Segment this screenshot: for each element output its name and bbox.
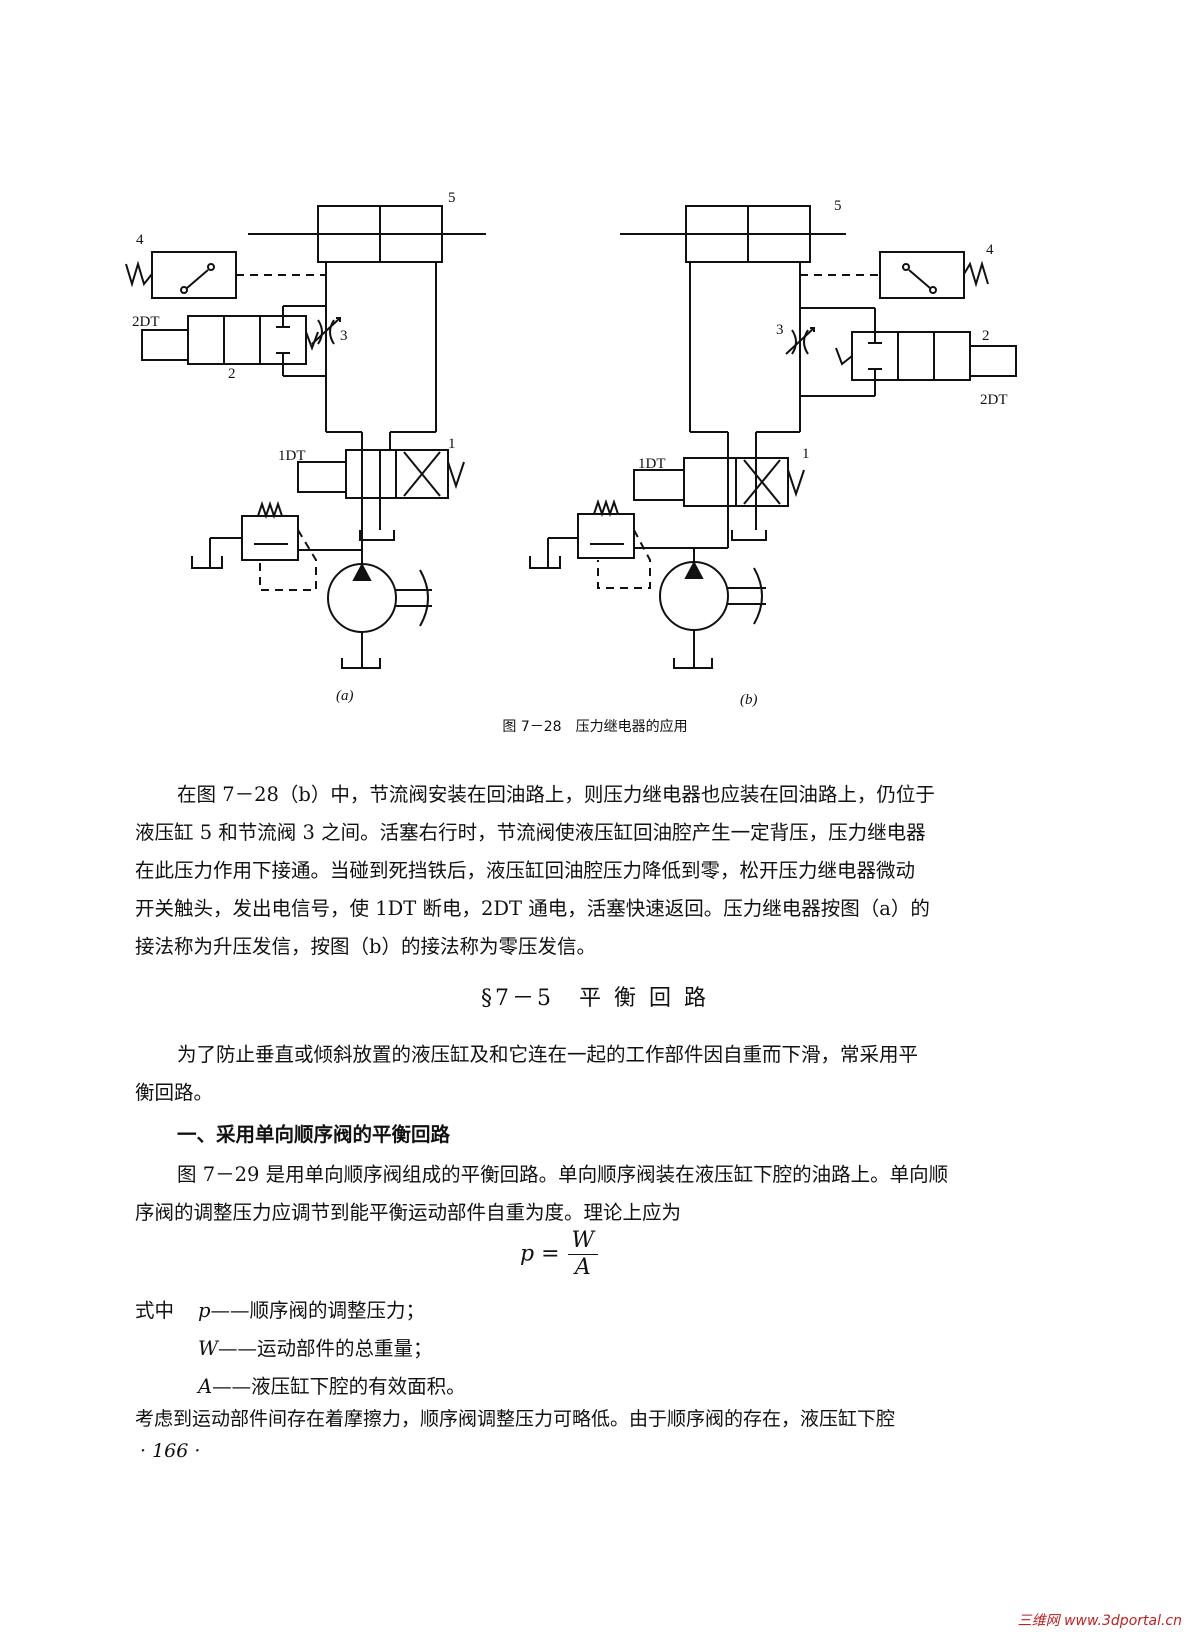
text-line: 图 7－29 是用单向顺序阀组成的平衡回路。单向顺序阀装在液压缸下腔的油路上。单… — [177, 1163, 949, 1186]
relief-valve-a — [191, 500, 362, 591]
paragraph-2-cont: 衡回路。 — [135, 1074, 1017, 1112]
watermark: 三维网 www.3dportal.cn — [1017, 1613, 1182, 1629]
paragraph-3: 图 7－29 是用单向顺序阀组成的平衡回路。单向顺序阀装在液压缸下腔的油路上。单… — [177, 1156, 1017, 1194]
solenoid-valve-1-b — [633, 450, 805, 548]
definition-text: ——运动部件的总重量； — [218, 1337, 433, 1360]
formula-denominator: A — [574, 1255, 591, 1280]
paragraph-2: 为了防止垂直或倾斜放置的液压缸及和它连在一起的工作部件因自重而下滑，常采用平 — [177, 1036, 1017, 1074]
definition-text: ——顺序阀的调整压力； — [210, 1299, 425, 1322]
definition-item: A——液压缸下腔的有效面积。 — [198, 1370, 466, 1399]
formula-numerator: W — [567, 1228, 599, 1255]
solenoid-valve-2-a — [141, 305, 326, 377]
label-b-1: 1 — [802, 446, 810, 462]
pressure-switch-4-b — [800, 251, 989, 299]
svg-text:3: 3 — [340, 328, 348, 344]
label-a-5: 5 — [448, 190, 456, 206]
definition-item: W——运动部件的总重量； — [198, 1332, 433, 1361]
text-line: 接法称为升压发信，按图（b）的接法称为零压发信。 — [135, 935, 596, 958]
label-b-4: 4 — [986, 242, 994, 258]
cylinder-5-a — [248, 205, 486, 263]
subheading: 一、采用单向顺序阀的平衡回路 — [177, 1123, 451, 1146]
label-a-4: 4 — [136, 232, 144, 248]
pressure-switch-4-a — [125, 251, 326, 299]
definition-symbol: W — [198, 1337, 219, 1360]
text-line: 在此压力作用下接通。当碰到死挡铁后，液压缸回油腔压力降低到零，松开压力继电器微动 — [135, 859, 916, 882]
label-b-5: 5 — [834, 198, 842, 214]
text-line: 序阀的调整压力应调节到能平衡运动部件自重为度。理论上应为 — [135, 1201, 682, 1224]
solenoid-valve-2-b — [800, 307, 1017, 397]
label-b-2dt: 2DT — [980, 392, 1008, 408]
label-b-1dt: 1DT — [638, 456, 666, 472]
paragraph-3-cont: 序阀的调整压力应调节到能平衡运动部件自重为度。理论上应为 — [135, 1194, 1017, 1232]
throttle-valve-3-a: 3 — [311, 317, 348, 345]
paragraph-1-cont: 液压缸 5 和节流阀 3 之间。活塞右行时，节流阀使液压缸回油腔产生一定背压，压… — [135, 814, 1017, 966]
text-line: 在图 7－28（b）中，节流阀安装在回油路上，则压力继电器也应装在回油路上，仍位… — [177, 783, 935, 806]
pump-a — [327, 550, 432, 669]
text-line: 开关触头，发出电信号，使 1DT 断电，2DT 通电，活塞快速返回。压力继电器按… — [135, 897, 930, 920]
text-line: 液压缸 5 和节流阀 3 之间。活塞右行时，节流阀使液压缸回油腔产生一定背压，压… — [135, 821, 926, 844]
figure-7-28: 3 — [125, 190, 1017, 708]
relief-valve-b — [529, 498, 728, 589]
cylinder-5-b — [620, 205, 846, 263]
section-title: §7－5 平 衡 回 路 — [481, 986, 709, 1011]
label-b-2: 2 — [982, 328, 990, 344]
svg-text:3: 3 — [776, 322, 784, 338]
label-a-1dt: 1DT — [278, 448, 306, 464]
label-a-1: 1 — [448, 436, 456, 452]
circuit-a: 3 — [125, 205, 486, 669]
definition-item: p——顺序阀的调整压力； — [198, 1294, 425, 1323]
definitions-lead: 式中 — [135, 1299, 175, 1322]
definition-symbol: A — [198, 1375, 213, 1398]
label-a-sub: (a) — [336, 688, 354, 704]
label-a-2: 2 — [228, 366, 236, 382]
paragraph-1: 在图 7－28（b）中，节流阀安装在回油路上，则压力继电器也应装在回油路上，仍位… — [177, 776, 1017, 814]
figure-caption: 图 7－28 压力继电器的应用 — [502, 719, 688, 735]
definition-text: ——液压缸下腔的有效面积。 — [212, 1375, 466, 1398]
definition-symbol: p — [198, 1299, 211, 1322]
throttle-valve-3-b: 3 — [776, 322, 815, 355]
text-line: 为了防止垂直或倾斜放置的液压缸及和它连在一起的工作部件因自重而下滑，常采用平 — [177, 1043, 919, 1066]
solenoid-valve-1-a — [297, 449, 465, 550]
circuit-b: 3 — [529, 205, 1017, 669]
label-a-2dt: 2DT — [132, 314, 160, 330]
text-line: 衡回路。 — [135, 1081, 214, 1104]
page-number: · 166 · — [140, 1440, 201, 1462]
pump-b — [659, 548, 766, 669]
label-b-sub: (b) — [740, 692, 758, 708]
formula-lhs: p = — [520, 1241, 560, 1267]
paragraph-4: 考虑到运动部件间存在着摩擦力，顺序阀调整压力可略低。由于顺序阀的存在，液压缸下腔 — [135, 1408, 896, 1430]
